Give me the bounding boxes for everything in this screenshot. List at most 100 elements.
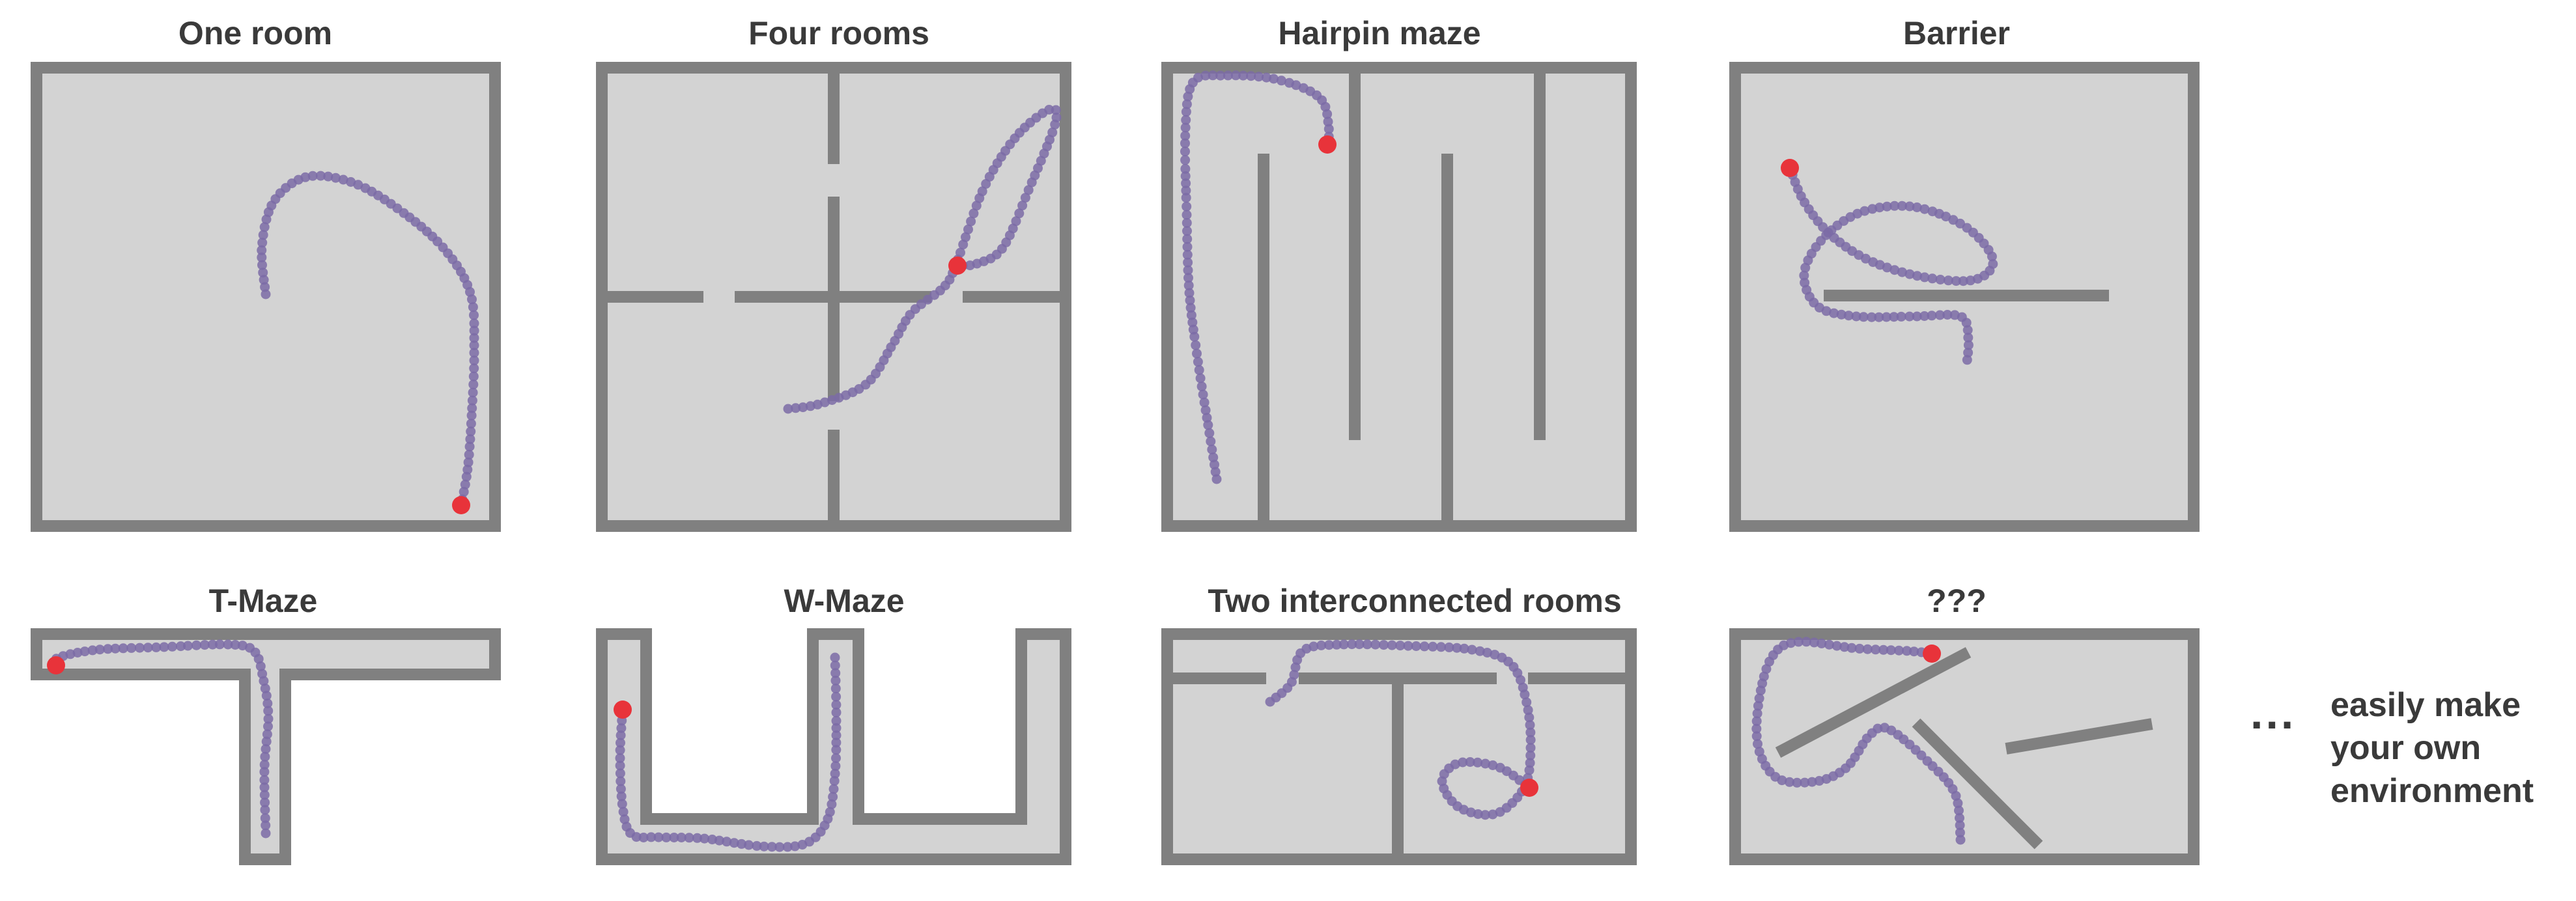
trajectory-dot — [338, 174, 348, 185]
walls-layer — [31, 62, 2200, 865]
trajectory-dot — [1904, 201, 1915, 212]
trajectory-dot — [653, 832, 664, 842]
trajectory-dot — [1023, 185, 1034, 195]
trajectory-dot — [1246, 71, 1256, 81]
trajectory-dot — [1890, 265, 1900, 275]
trajectory-dot — [223, 639, 233, 650]
trajectory-dot — [468, 302, 478, 312]
trajectory-dot — [616, 723, 627, 733]
trajectory-dot — [1962, 355, 1972, 365]
trajectory-dot — [830, 761, 841, 771]
trajectory-dot — [638, 833, 649, 842]
trajectory-dot — [615, 745, 625, 755]
trajectory-dot — [955, 247, 965, 258]
trajectory-dot — [618, 807, 629, 817]
t-maze-trajectory — [47, 639, 274, 839]
trajectory-dot — [831, 745, 842, 755]
trajectory-dot — [1444, 642, 1454, 652]
trajectory-dot — [1525, 750, 1536, 760]
trajectory-dot — [1480, 810, 1490, 820]
trajectory-dot — [1754, 747, 1764, 757]
trajectory-dot — [1904, 269, 1915, 279]
trajectory-dot — [1185, 295, 1195, 305]
trajectory-dot — [1753, 739, 1762, 749]
trajectory-dot — [1854, 643, 1865, 654]
trajectory-dot — [87, 645, 98, 656]
trajectory-dot — [1793, 637, 1804, 647]
trajectory-dot — [469, 355, 479, 366]
trajectory-dot — [1192, 348, 1202, 359]
title-four-rooms: Four rooms — [748, 15, 929, 51]
trajectory-dot — [958, 240, 969, 250]
trajectory-dot — [315, 171, 326, 181]
trajectory-dot — [94, 645, 105, 655]
agent-position-marker — [452, 496, 470, 514]
trajectory-dot — [1824, 639, 1834, 650]
trajectory-dot — [1182, 99, 1192, 109]
trajectory-dot — [830, 768, 840, 779]
trajectory-dot — [798, 402, 808, 413]
trajectory-dot — [790, 841, 800, 852]
trajectory-dot — [1878, 645, 1889, 655]
trajectory-dot — [965, 260, 975, 271]
trajectory-dot — [1832, 641, 1842, 651]
trajectory-dot — [1180, 131, 1191, 141]
trajectory-dot — [1951, 276, 1961, 286]
trajectory-dot — [1847, 643, 1857, 653]
trajectory-dot — [1962, 325, 1973, 335]
trajectory-dot — [1183, 273, 1193, 283]
trajectory-dot — [1180, 171, 1191, 181]
trajectory-dot — [1191, 340, 1201, 350]
trajectory-dot — [263, 706, 274, 716]
trajectory-dot — [1817, 638, 1827, 648]
trajectory-dot — [1524, 712, 1535, 723]
custom-arena — [1729, 628, 2200, 865]
trajectory-dot — [1183, 91, 1193, 102]
trajectory-dot — [261, 736, 272, 747]
trajectory-dot — [722, 837, 732, 847]
title-barrier: Barrier — [1903, 15, 2010, 51]
trajectory-dot — [1183, 265, 1193, 275]
trajectory-dot — [259, 790, 270, 800]
trajectory-dot — [1897, 201, 1907, 211]
trajectory-dot — [1912, 311, 1922, 322]
trajectory-dot — [830, 675, 841, 686]
trajectory-dot — [260, 813, 270, 824]
trajectory-dot — [1488, 760, 1498, 770]
trajectory-dot — [260, 797, 270, 808]
trajectory-dot — [469, 340, 479, 350]
trajectory-dot — [969, 208, 979, 219]
trajectory-dot — [1185, 303, 1196, 313]
trajectory-dot — [1919, 204, 1930, 214]
trajectory-dot — [1809, 637, 1819, 648]
trajectory-dot — [1436, 642, 1446, 652]
trajectory-dot — [1347, 639, 1357, 650]
trajectory-dot — [791, 403, 801, 413]
trajectory-dot — [1182, 242, 1193, 252]
side-note-line-3: environment — [2330, 772, 2534, 810]
trajectory-dot — [1786, 638, 1796, 648]
trajectory-dot — [1238, 70, 1249, 81]
trajectory-dot — [465, 434, 475, 445]
trajectory-dot — [1525, 720, 1535, 730]
trajectory-dot — [1839, 642, 1850, 652]
trajectory-dot — [1821, 306, 1832, 316]
custom-trajectory — [1751, 637, 1966, 845]
trajectory-dot — [1954, 805, 1964, 816]
trajectory-dot — [259, 275, 269, 285]
trajectory-dot — [1419, 641, 1430, 652]
trajectory-dot — [1309, 641, 1319, 652]
trajectory-dot — [1480, 758, 1490, 769]
trajectory-dot — [79, 646, 90, 657]
trajectory-dot — [1322, 109, 1333, 119]
trajectory-dot — [1186, 310, 1196, 320]
trajectory-dot — [1181, 186, 1191, 196]
trajectory-dot — [961, 232, 970, 242]
title-w-maze: W-Maze — [784, 583, 905, 619]
trajectory-dot — [797, 840, 808, 850]
trajectory-dot — [615, 760, 625, 771]
trajectory-dot — [1909, 646, 1919, 657]
side-note-line-2: your own — [2330, 729, 2482, 767]
trajectory-dot — [1862, 644, 1873, 654]
trajectory-dot — [300, 172, 311, 182]
